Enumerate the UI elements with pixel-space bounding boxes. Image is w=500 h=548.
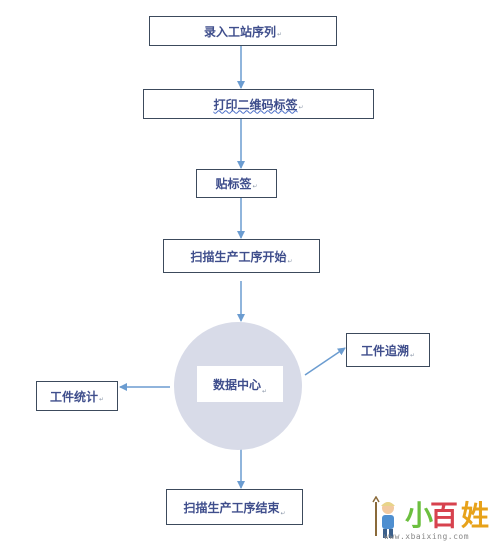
paragraph-mark: ↵ — [252, 183, 258, 190]
paragraph-mark: ↵ — [298, 104, 304, 111]
watermark-char: 小 — [405, 499, 434, 532]
node-scan-process-end: 扫描生产工序结束↵ — [166, 489, 303, 525]
paragraph-mark: ↵ — [287, 258, 293, 265]
node-label: 工件追溯 — [360, 343, 409, 358]
node-label: 工件统计 — [49, 389, 98, 404]
paragraph-mark: ↵ — [276, 31, 283, 38]
watermark-char: 百 — [430, 499, 459, 532]
node-apply-label: 贴标签↵ — [196, 169, 277, 198]
paragraph-mark: ↵ — [280, 510, 286, 517]
paragraph-mark: ↵ — [98, 396, 105, 403]
node-scan-process-start: 扫描生产工序开始↵ — [163, 239, 320, 273]
paragraph-mark: ↵ — [261, 388, 268, 395]
node-label: 录入工站序列 — [203, 24, 276, 39]
arrow-center-to-traceability — [304, 347, 346, 376]
node-label: 数据中心 — [212, 377, 261, 392]
node-data-center: 数据中心↵ — [197, 366, 283, 402]
node-work-statistics: 工件统计↵ — [36, 381, 118, 411]
node-label: 打印二维码标签 — [213, 97, 298, 112]
watermark-url: www.xbaixing.com — [384, 532, 470, 541]
node-work-traceability: 工件追溯↵ — [346, 333, 430, 367]
watermark-char: 姓 — [461, 499, 490, 532]
node-label: 扫描生产工序开始 — [190, 249, 287, 264]
farmer-mascot-icon — [372, 496, 395, 538]
watermark-logo: 小 百 姓 www.xbaixing.com — [372, 494, 496, 544]
node-label: 扫描生产工序结束 — [183, 500, 280, 515]
node-label: 贴标签 — [215, 177, 252, 191]
node-print-qr-label: 打印二维码标签↵ — [143, 89, 374, 119]
paragraph-mark: ↵ — [409, 352, 416, 359]
node-enter-station-sequence: 录入工站序列↵ — [149, 16, 337, 46]
